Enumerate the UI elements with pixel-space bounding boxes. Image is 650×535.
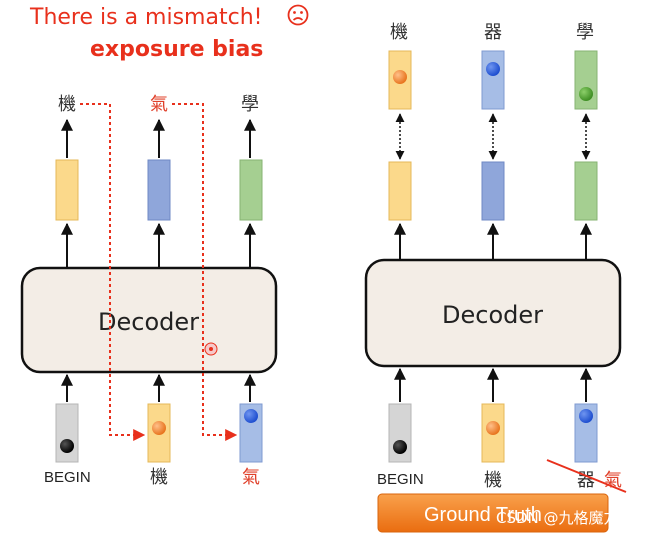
left-output-char-3: 學 xyxy=(241,94,259,115)
right-decoder-box xyxy=(364,258,622,368)
right-input-label-3: 器 xyxy=(577,470,595,491)
left-output-block-blue xyxy=(147,159,171,221)
left-decoder-label: Decoder xyxy=(98,308,199,336)
right-output-block-blue xyxy=(481,50,505,110)
left-input-label-2: 機 xyxy=(150,467,168,488)
left-input-label-3: 氣 xyxy=(242,467,260,488)
left-input-label-begin: BEGIN xyxy=(44,469,91,486)
right-extra-char-red: 氣 xyxy=(604,470,622,491)
right-output-char-1: 機 xyxy=(390,22,408,43)
exposure-bias-label: exposure bias xyxy=(90,37,263,62)
ground-truth-label: Ground Truth xyxy=(424,504,542,526)
right-output-char-2: 器 xyxy=(484,22,502,43)
frown-icon xyxy=(287,4,309,26)
right-pred-block-blue xyxy=(481,161,505,221)
right-input-dot-blue xyxy=(579,409,593,423)
left-input-block-gray xyxy=(55,403,79,463)
right-output-dot-orange xyxy=(393,70,407,84)
right-input-label-begin: BEGIN xyxy=(377,471,424,488)
right-pred-block-orange xyxy=(388,161,412,221)
left-output-block-orange xyxy=(55,159,79,221)
right-output-dot-blue xyxy=(486,62,500,76)
right-output-dot-green xyxy=(579,87,593,101)
left-feedback-path-1 xyxy=(80,103,146,441)
red-strike-line xyxy=(546,459,627,493)
right-output-char-3: 學 xyxy=(576,22,594,43)
left-feedback-path-2 xyxy=(172,103,238,441)
left-output-char-1: 機 xyxy=(58,94,76,115)
mismatch-title: There is a mismatch! xyxy=(29,5,262,30)
left-output-char-2: 氣 xyxy=(150,94,168,115)
csdn-watermark: CSDN @九格魔方 xyxy=(496,509,619,527)
right-input-dot-orange xyxy=(486,421,500,435)
ground-truth-button[interactable]: Ground Truth xyxy=(377,493,609,533)
right-begin-token-dot xyxy=(393,440,407,454)
right-input-label-2: 機 xyxy=(484,470,502,491)
right-pred-block-green xyxy=(574,161,598,221)
cursor-dot xyxy=(204,342,218,356)
left-input-dot-orange xyxy=(152,421,166,435)
left-input-dot-blue xyxy=(244,409,258,423)
left-output-block-green xyxy=(239,159,263,221)
begin-token-dot xyxy=(60,439,74,453)
right-decoder-label: Decoder xyxy=(442,301,543,329)
